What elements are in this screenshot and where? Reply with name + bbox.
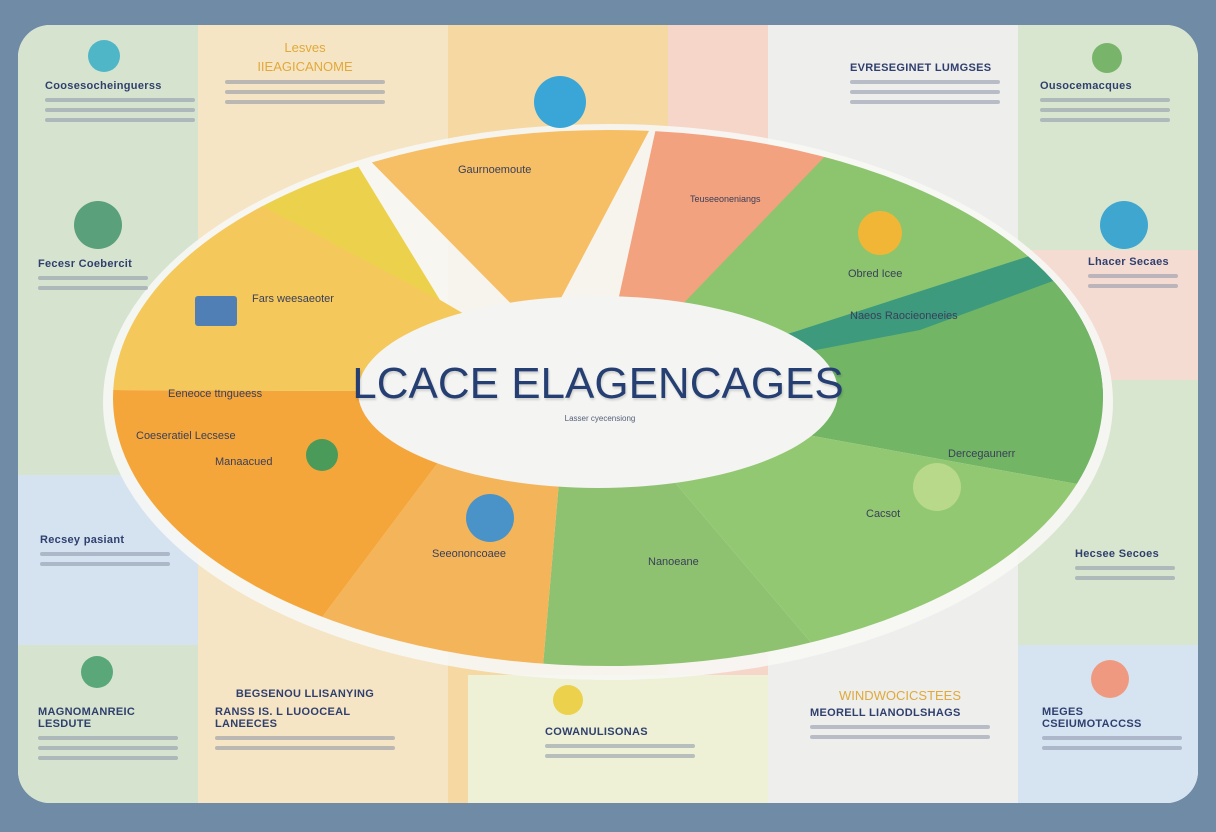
sun-icon <box>858 211 902 255</box>
strip-lime-bottom <box>468 675 768 803</box>
panel-mid-left: Fecesr Coebercit <box>38 258 148 296</box>
panel-heading: Hecsee Secoes <box>1075 548 1160 560</box>
wedge-label: Gaurnoemoute <box>458 164 532 176</box>
wedge-label: Dercegaunerr <box>948 448 1016 460</box>
panel-heading: Fecesr Coebercit <box>38 258 133 270</box>
panel-bottom-right: WINDWOCICSTEES MEORELL LIANODLSHAGS <box>810 688 990 745</box>
ball-icon <box>1091 660 1129 698</box>
panel-heading: WINDWOCICSTEES <box>838 688 962 703</box>
main-title: LCACE ELAGENCAGES <box>352 359 844 408</box>
panel-low-left: Recsey pasiant <box>40 534 170 572</box>
panel-low-right: Hecsee Secoes <box>1075 548 1175 586</box>
panel-top-far-right: Ousocemacques <box>1040 80 1170 128</box>
panel-heading: Lesves <box>284 40 326 55</box>
wedge-label: Naeos Raocieoneeies <box>850 310 958 322</box>
panel-top-right: EVRESEGINET LUMGSES <box>850 62 1000 110</box>
book-icon <box>1092 43 1122 73</box>
panel-heading: COWANULISONAS <box>545 726 648 738</box>
globe-small-icon <box>88 40 120 72</box>
panel-heading: Lhacer Secaes <box>1088 256 1169 268</box>
tree-icon <box>306 439 338 471</box>
panel-bottom-mid: BEGSENOU LLISANYING RANSS IS. L LUOOCEAL … <box>215 688 395 756</box>
wedge-label: Seeononcoaee <box>432 548 507 560</box>
chat-icon <box>74 201 122 249</box>
panel-heading: Recsey pasiant <box>40 534 125 546</box>
panel-heading: IIEAGICANOME <box>257 59 353 74</box>
globe-icon <box>534 76 586 128</box>
wedge-green-right <box>598 260 1103 490</box>
wedge-label: Manaacued <box>215 456 273 468</box>
wedge-label: Nanoeane <box>648 556 699 568</box>
wedge-label: Teuseeoneniangs <box>690 194 761 204</box>
panel-heading: Coosesocheinguerss <box>45 80 162 92</box>
wedge-label: Eeneoce ttngueess <box>168 388 263 400</box>
panel-bottom-center: COWANULISONAS <box>545 726 695 764</box>
panel-heading: MAGNOMANREIC LESDUTE <box>38 706 136 730</box>
panel-heading: Ousocemacques <box>1040 80 1132 92</box>
panel-heading: MEGES CSEIUMOTACCSS <box>1042 706 1142 730</box>
people-icon <box>913 463 961 511</box>
laptop-icon <box>195 296 237 326</box>
panel-bottom-far-right: MEGES CSEIUMOTACCSS <box>1042 706 1182 756</box>
panel-heading: MEORELL LIANODLSHAGS <box>810 707 961 719</box>
center-ellipse <box>358 296 838 488</box>
wedge-label: Obred Icee <box>848 268 903 280</box>
panel-heading: BEGSENOU LLISANYING <box>235 688 375 700</box>
wedge-label: Coeseratiel Lecsese <box>136 430 236 442</box>
person-icon <box>1100 201 1148 249</box>
panel-heading: EVRESEGINET LUMGSES <box>850 62 992 74</box>
map-icon <box>466 494 514 542</box>
main-subtitle: Lasser cyecensiong <box>564 414 636 423</box>
wedge-orange-top <box>330 130 660 392</box>
panel-bottom-left: MAGNOMANREIC LESDUTE <box>38 706 178 766</box>
building-icon <box>553 685 583 715</box>
leaf-icon <box>81 656 113 688</box>
panel-heading: RANSS IS. L LUOOCEAL LANEECES <box>215 706 351 730</box>
panel-mid-right: Lhacer Secaes <box>1088 256 1178 294</box>
wedge-label: Cacsot <box>866 508 901 520</box>
wedge-label: Fars weesaeoter <box>252 293 334 305</box>
panel-top-left: Coosesocheinguerss <box>45 80 195 128</box>
